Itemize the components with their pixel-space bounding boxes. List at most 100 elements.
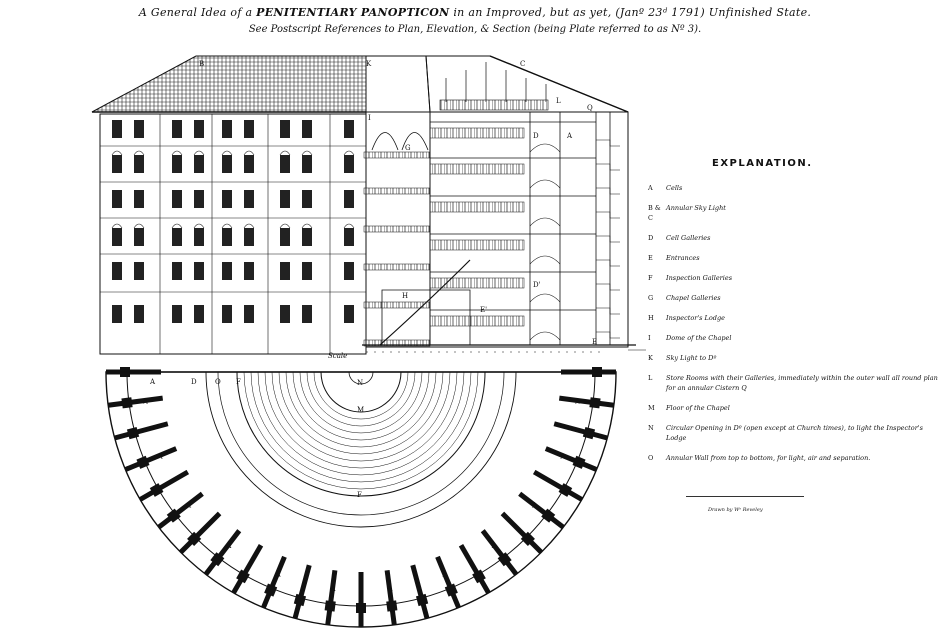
label-e-prime: E': [480, 306, 487, 314]
explanation-text: Inspection Galleries: [666, 274, 733, 282]
cell-wall: [124, 446, 178, 472]
wall-pier: [541, 508, 556, 523]
cell-wall: [203, 529, 242, 576]
window-arch: [133, 150, 145, 156]
label-q: Q: [587, 104, 593, 112]
chapel-gallery: [363, 301, 431, 309]
wall-pier: [126, 426, 140, 440]
signature-rule: [686, 496, 804, 497]
cell-arch: [529, 293, 561, 303]
cell-wall: [544, 446, 598, 472]
window-pane: [194, 155, 204, 173]
cell-wall: [292, 564, 312, 619]
window-arch: [301, 223, 313, 229]
window-pane: [194, 305, 204, 323]
explanation-key: B & C: [648, 204, 661, 222]
cell-label-a: A: [441, 570, 448, 578]
plate-title: A General Idea of a PENITENTIARY PANOPTI…: [0, 6, 950, 19]
label-e: E: [592, 338, 597, 346]
explanation-key: E: [648, 254, 653, 262]
explanation-key: I: [648, 334, 651, 342]
cell-wall: [325, 569, 338, 626]
chapel-ring: [264, 371, 458, 469]
cell-wall: [553, 421, 608, 441]
outer-wall-step: [596, 163, 620, 171]
wall-pier: [293, 593, 307, 607]
cell-label-a: A: [531, 502, 538, 510]
plan-label-m: M: [357, 406, 364, 414]
window-arch: [171, 223, 183, 229]
window-pane: [112, 305, 122, 323]
window-pane: [302, 262, 312, 280]
label-i: I: [368, 114, 371, 122]
outer-wall-step: [596, 211, 620, 219]
cell-label-a: A: [574, 397, 581, 405]
window-arch: [221, 150, 233, 156]
explanation-text: Chapel Galleries: [666, 294, 721, 302]
wall-pier: [472, 569, 486, 584]
wall-pier: [121, 397, 133, 409]
window-arch: [171, 150, 183, 156]
explanation-key: L: [648, 374, 653, 382]
label-d: D: [533, 132, 539, 140]
wall-pier: [149, 483, 164, 497]
window-pane: [112, 190, 122, 208]
chapel-gallery: [363, 151, 431, 159]
chapel-gallery: [363, 187, 431, 195]
chapel-ring: [278, 371, 444, 455]
window-pane: [302, 305, 312, 323]
window-pane: [244, 262, 254, 280]
cell-wall: [157, 491, 204, 530]
wall-pier: [589, 397, 601, 409]
window-arch: [111, 223, 123, 229]
chapel-ring: [299, 371, 423, 434]
title-post: in an Improved, but as yet, (Janº 23ᵈ 17…: [449, 6, 812, 19]
chapel-ring: [236, 371, 486, 497]
window-pane: [134, 190, 144, 208]
window-pane: [222, 190, 232, 208]
gallery-rail: [429, 127, 525, 139]
window-pane: [344, 190, 354, 208]
outer-wall-step: [596, 307, 620, 315]
wall-pier: [236, 569, 250, 584]
window-pane: [280, 120, 290, 138]
cell-label-a: A: [386, 585, 393, 593]
cell-wall: [114, 421, 169, 441]
gallery-rail: [429, 277, 525, 289]
explanation-key: M: [648, 404, 655, 412]
window-pane: [244, 305, 254, 323]
explanation-key: D: [648, 234, 654, 242]
window-pane: [280, 262, 290, 280]
label-k: K: [366, 60, 372, 68]
outer-wall-step: [596, 139, 620, 147]
cell-label-a: A: [185, 502, 192, 510]
explanation-text: Inspector's Lodge: [666, 314, 725, 322]
window-pane: [194, 228, 204, 246]
window-arch: [133, 223, 145, 229]
window-pane: [134, 120, 144, 138]
outer-wall-step: [596, 283, 620, 291]
gallery-rail: [429, 201, 525, 213]
wall-pier: [558, 483, 573, 497]
explanation-key: F: [648, 274, 653, 282]
window-pane: [194, 190, 204, 208]
cell-label-a: A: [275, 570, 282, 578]
explanation-key: N: [648, 424, 654, 432]
plan-labels: A D O F N M F: [149, 378, 364, 499]
explanation-text: Dome of the Chapel: [666, 334, 732, 342]
plate-subtitle: See Postscript References to Plan, Eleva…: [248, 24, 702, 35]
window-pane: [172, 228, 182, 246]
cell-wall: [458, 543, 491, 595]
window-pane: [302, 190, 312, 208]
window-pane: [244, 120, 254, 138]
wall-pier: [415, 593, 429, 607]
explanation-key: O: [648, 454, 654, 462]
cell-wall: [410, 564, 430, 619]
window-pane: [344, 305, 354, 323]
window-pane: [222, 228, 232, 246]
